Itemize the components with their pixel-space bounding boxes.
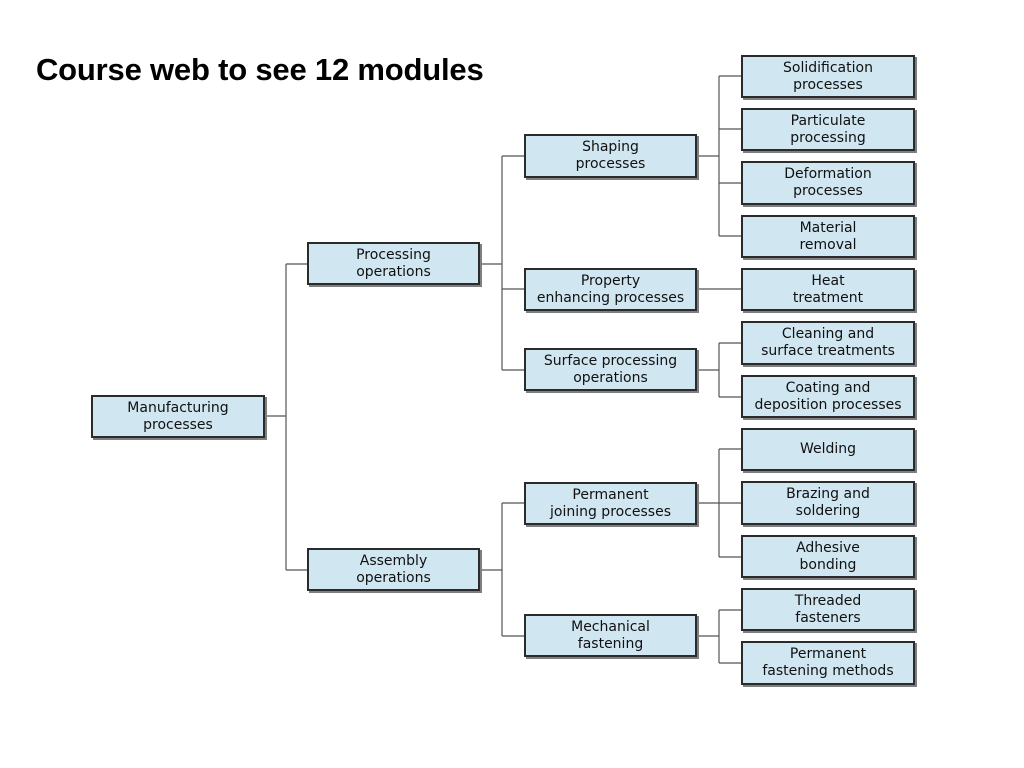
node-particulate-processing: Particulate processing [741,108,915,151]
connector-permanent [697,448,741,558]
node-cleaning-and-surface-treatments: Cleaning and surface treatments [741,321,915,365]
node-label: Heat treatment [792,272,864,306]
node-coating-and-deposition-processes: Coating and deposition processes [741,375,915,418]
node-heat-treatment: Heat treatment [741,268,915,311]
node-label: Shaping processes [575,139,646,172]
node-shaping-processes: Shaping processes [524,134,697,178]
node-brazing-and-soldering: Brazing and soldering [741,481,915,525]
node-permanent-joining-processes: Permanent joining processes [524,482,697,525]
node-label: Permanent joining processes [549,486,672,520]
connector-mechanical [697,609,741,664]
node-label: Particulate processing [790,112,866,146]
node-processing-operations: Processing operations [307,242,480,285]
node-label: Adhesive bonding [796,539,860,573]
node-label: Surface processing operations [543,352,678,386]
node-manufacturing-processes: Manufacturing processes [91,395,265,438]
node-label: Deformation processes [784,166,872,199]
node-welding: Welding [741,428,915,471]
node-label: Property enhancing processes [536,272,685,306]
connector-shaping [697,75,741,237]
node-label: Coating and deposition processes [754,379,902,413]
node-label: Mechanical fastening [571,618,650,652]
node-material-removal: Material removal [741,215,915,258]
node-deformation-processes: Deformation processes [741,161,915,205]
connector-assembly [480,502,524,637]
node-surface-processing-operations: Surface processing operations [524,348,697,391]
node-property-enhancing-processes: Property enhancing processes [524,268,697,311]
connector-root [265,263,307,571]
connector-surface [697,342,741,398]
node-label: Permanent fastening methods [762,646,894,679]
node-permanent-fastening-methods: Permanent fastening methods [741,641,915,685]
node-solidification-processes: Solidification processes [741,55,915,98]
node-label: Cleaning and surface treatments [761,326,895,359]
node-label: Solidification processes [783,59,873,93]
slide-title: Course web to see 12 modules [36,52,484,87]
node-mechanical-fastening: Mechanical fastening [524,614,697,657]
node-label: Processing operations [356,246,431,280]
node-label: Assembly operations [356,552,431,586]
connector-processing [480,155,524,371]
node-label: Welding [799,441,857,457]
node-label: Threaded fasteners [794,592,862,626]
node-assembly-operations: Assembly operations [307,548,480,591]
node-label: Brazing and soldering [786,486,870,519]
node-label: Manufacturing processes [127,399,229,433]
node-threaded-fasteners: Threaded fasteners [741,588,915,631]
node-label: Material removal [799,219,857,253]
node-adhesive-bonding: Adhesive bonding [741,535,915,578]
